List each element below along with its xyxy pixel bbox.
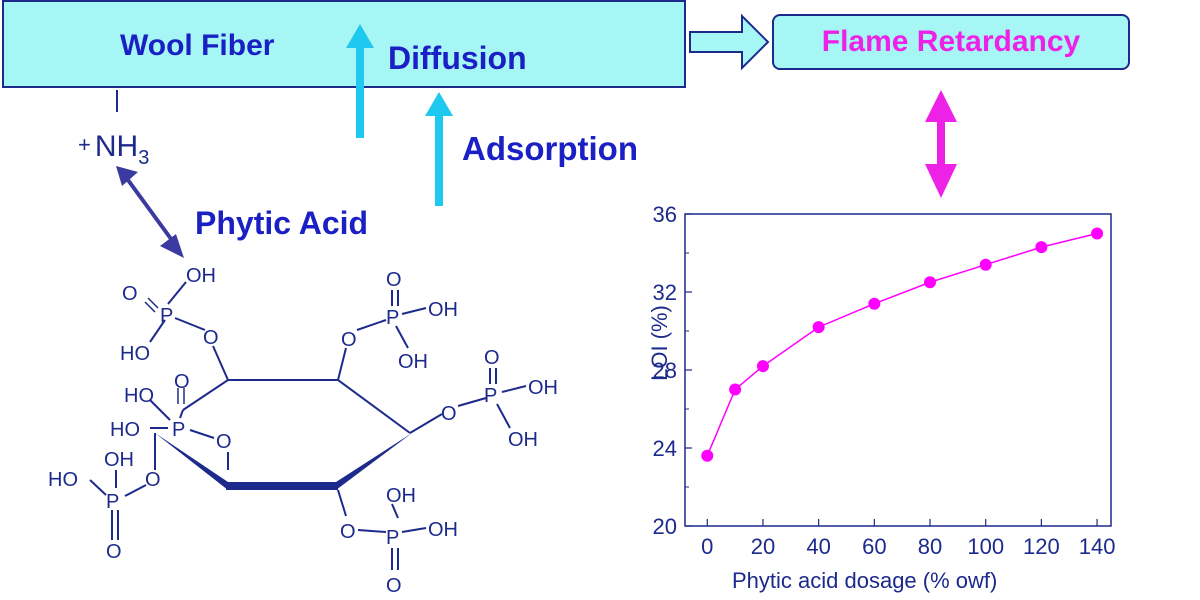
data-point — [868, 297, 881, 310]
atom-label: HO — [124, 385, 154, 407]
plot-frame — [684, 213, 1112, 527]
y-tick-label: 36 — [653, 202, 677, 227]
atom-label: HO — [48, 469, 78, 491]
atom-label: O — [216, 431, 232, 453]
wool-fiber-label: Wool Fiber — [120, 29, 275, 62]
data-point — [701, 449, 714, 462]
atom-label: OH — [508, 429, 538, 451]
atom-label: O — [145, 469, 161, 491]
y-tick-label: 20 — [653, 514, 677, 539]
block-arrow — [689, 13, 770, 71]
amine-formula: NH — [95, 130, 138, 163]
data-point — [729, 383, 742, 396]
data-point — [924, 276, 937, 289]
atom-label: O — [441, 403, 457, 425]
y-tick-label: 24 — [653, 436, 677, 461]
atom-label: OH — [104, 449, 134, 471]
atom-label: O — [484, 347, 500, 369]
series-line — [706, 232, 1098, 457]
adsorption-label: Adsorption — [462, 130, 638, 167]
y-axis-title: LOI (%) — [647, 305, 672, 381]
flame-retardancy-label: Flame Retardancy — [821, 25, 1081, 58]
x-tick-label: 60 — [862, 534, 886, 559]
x-tick-label: 80 — [918, 534, 942, 559]
x-tick-label: 140 — [1079, 534, 1116, 559]
structure-atom-labels: OH O P HO O O O P OH OH O O P OH OH HO O… — [48, 265, 558, 597]
atom-label: OH — [428, 519, 458, 541]
atom-label: O — [122, 283, 138, 305]
data-point — [756, 360, 769, 373]
x-tick-label: 100 — [967, 534, 1004, 559]
phytic-acid-label: Phytic Acid — [195, 205, 369, 241]
x-tick-label: 0 — [701, 534, 713, 559]
interaction-arrow — [116, 166, 184, 258]
amine-subscript: 3 — [138, 147, 149, 169]
wool-fiber-box — [2, 0, 686, 88]
atom-label: P — [106, 491, 119, 513]
atom-label: P — [172, 419, 185, 441]
amine-group: +NH3 — [78, 130, 149, 169]
atom-label: OH — [186, 265, 216, 287]
loi-chart: 0 20 40 60 80 100 120 140 20 24 28 32 36 — [653, 202, 1116, 559]
atom-label: O — [386, 575, 402, 597]
atom-label: OH — [386, 485, 416, 507]
atom-label: HO — [110, 419, 140, 441]
atom-label: P — [160, 305, 173, 327]
atom-label: P — [386, 307, 399, 329]
y-tick-label: 28 — [653, 358, 677, 383]
atom-label: OH — [428, 299, 458, 321]
diffusion-arrow — [346, 24, 374, 138]
atom-label: P — [484, 385, 497, 407]
data-point — [812, 321, 825, 334]
phytic-acid-structure — [89, 281, 527, 570]
atom-label: O — [340, 521, 356, 543]
double-arrow — [925, 90, 957, 198]
x-axis-title: Phytic acid dosage (% owf) — [732, 568, 998, 593]
atom-label: O — [174, 371, 190, 393]
amine-charge: + — [78, 132, 91, 157]
atom-label: HO — [120, 343, 150, 365]
data-point — [1035, 241, 1048, 254]
atom-label: OH — [398, 351, 428, 373]
diffusion-label: Diffusion — [388, 40, 527, 76]
atom-label: O — [203, 327, 219, 349]
y-tick-label: 32 — [653, 280, 677, 305]
data-point — [979, 258, 992, 271]
atom-label: OH — [528, 377, 558, 399]
x-tick-label: 40 — [806, 534, 830, 559]
x-tick-label: 20 — [751, 534, 775, 559]
atom-label: P — [386, 527, 399, 549]
atom-label: O — [106, 541, 122, 563]
adsorption-arrow — [425, 92, 453, 206]
data-point — [1091, 227, 1104, 240]
x-tick-label: 120 — [1023, 534, 1060, 559]
flame-retardancy-box: Flame Retardancy — [772, 14, 1130, 70]
atom-label: O — [341, 329, 357, 351]
atom-label: O — [386, 269, 402, 291]
